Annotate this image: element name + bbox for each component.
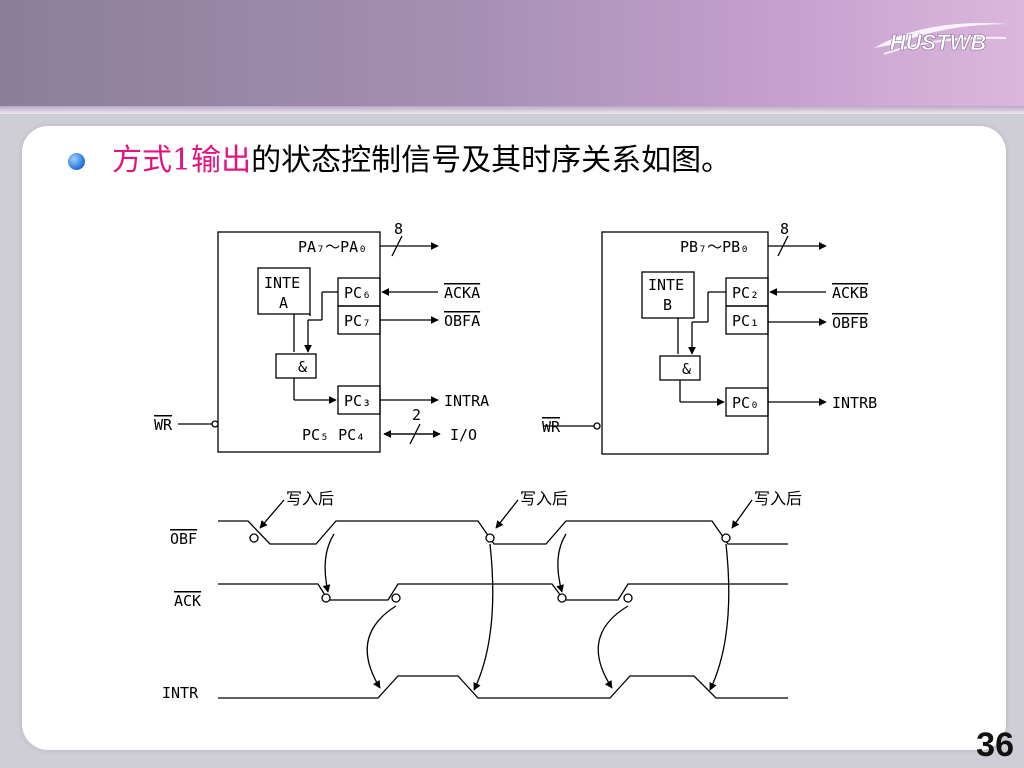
port-a-and-label: & <box>298 358 307 376</box>
port-a-pc7-label: PC₇ <box>344 312 371 330</box>
port-a-ack-label: ACKA <box>444 284 480 302</box>
after-write-label-1: 写入后 <box>286 489 334 508</box>
port-b-inte-label: INTE <box>648 276 684 294</box>
after-write-label-2: 写入后 <box>520 489 568 508</box>
timing-ack-label: ACK <box>174 592 201 610</box>
slide-title: 方式1输出的状态控制信号及其时序关系如图。 <box>112 139 731 183</box>
timing-intr-label: INTR <box>162 684 199 702</box>
port-a-pc5pc4-label: PC₅ PC₄ <box>302 426 365 444</box>
port-a-io-width: 2 <box>412 406 421 424</box>
port-b-intr-label: INTRB <box>832 394 877 412</box>
port-a-inte-box <box>257 267 311 315</box>
bullet-dot-icon <box>68 153 85 170</box>
port-b-pc1-label: PC₁ <box>732 312 759 330</box>
port-b-pc1-box <box>725 305 769 335</box>
port-b-bus-width: 8 <box>780 220 789 238</box>
timing-ack-wave <box>218 583 788 601</box>
title-rest: 的状态控制信号及其时序关系如图。 <box>251 143 732 178</box>
logo-text: HUSTWB <box>890 30 987 55</box>
port-b-pc2-label: PC₂ <box>732 284 759 302</box>
port-a-wr-label: WR <box>154 416 173 434</box>
timing-obf-label: OBF <box>170 530 197 548</box>
timing-obf-wave <box>218 520 788 545</box>
port-a-block <box>217 231 381 453</box>
title-highlight: 方式1输出 <box>112 143 252 178</box>
port-a-pc3-label: PC₃ <box>344 392 371 410</box>
port-a-bus-label: PA₇～PA₀ <box>298 238 367 256</box>
mode1-output-diagram: PA₇～PA₀ 8 INTE A PC₆ PC₇ & PC₃ PC₅ PC₄ A… <box>148 216 896 720</box>
port-a-inte-sub: A <box>279 294 288 312</box>
port-b-and-gate <box>659 355 701 381</box>
port-a-io-label: I/O <box>450 426 477 444</box>
port-b-obf-label: OBFB <box>832 314 868 332</box>
port-b-block <box>601 231 769 455</box>
port-a-and-gate <box>275 353 317 379</box>
timing-intr-wave <box>218 675 788 699</box>
port-b-bus-label: PB₇～PB₀ <box>680 238 749 256</box>
after-write-label-3: 写入后 <box>754 489 802 508</box>
header-divider <box>0 106 1024 114</box>
page-number: 36 <box>976 726 1014 764</box>
port-a-pc6-label: PC₆ <box>344 284 371 302</box>
port-a-bus-width: 8 <box>394 220 403 238</box>
port-b-wr-label: WR <box>542 418 561 436</box>
header-bar <box>0 0 1024 106</box>
port-a-inte-label: INTE <box>264 274 300 292</box>
hustwb-logo: HUSTWB <box>874 23 1008 55</box>
port-b-and-label: & <box>682 360 691 378</box>
port-a-intr-label: INTRA <box>444 392 489 410</box>
port-b-inte-box <box>641 271 695 319</box>
port-a-obf-label: OBFA <box>444 312 480 330</box>
port-b-pc0-label: PC₀ <box>732 394 759 412</box>
port-b-ack-label: ACKB <box>832 284 868 302</box>
port-b-inte-sub: B <box>663 296 672 314</box>
